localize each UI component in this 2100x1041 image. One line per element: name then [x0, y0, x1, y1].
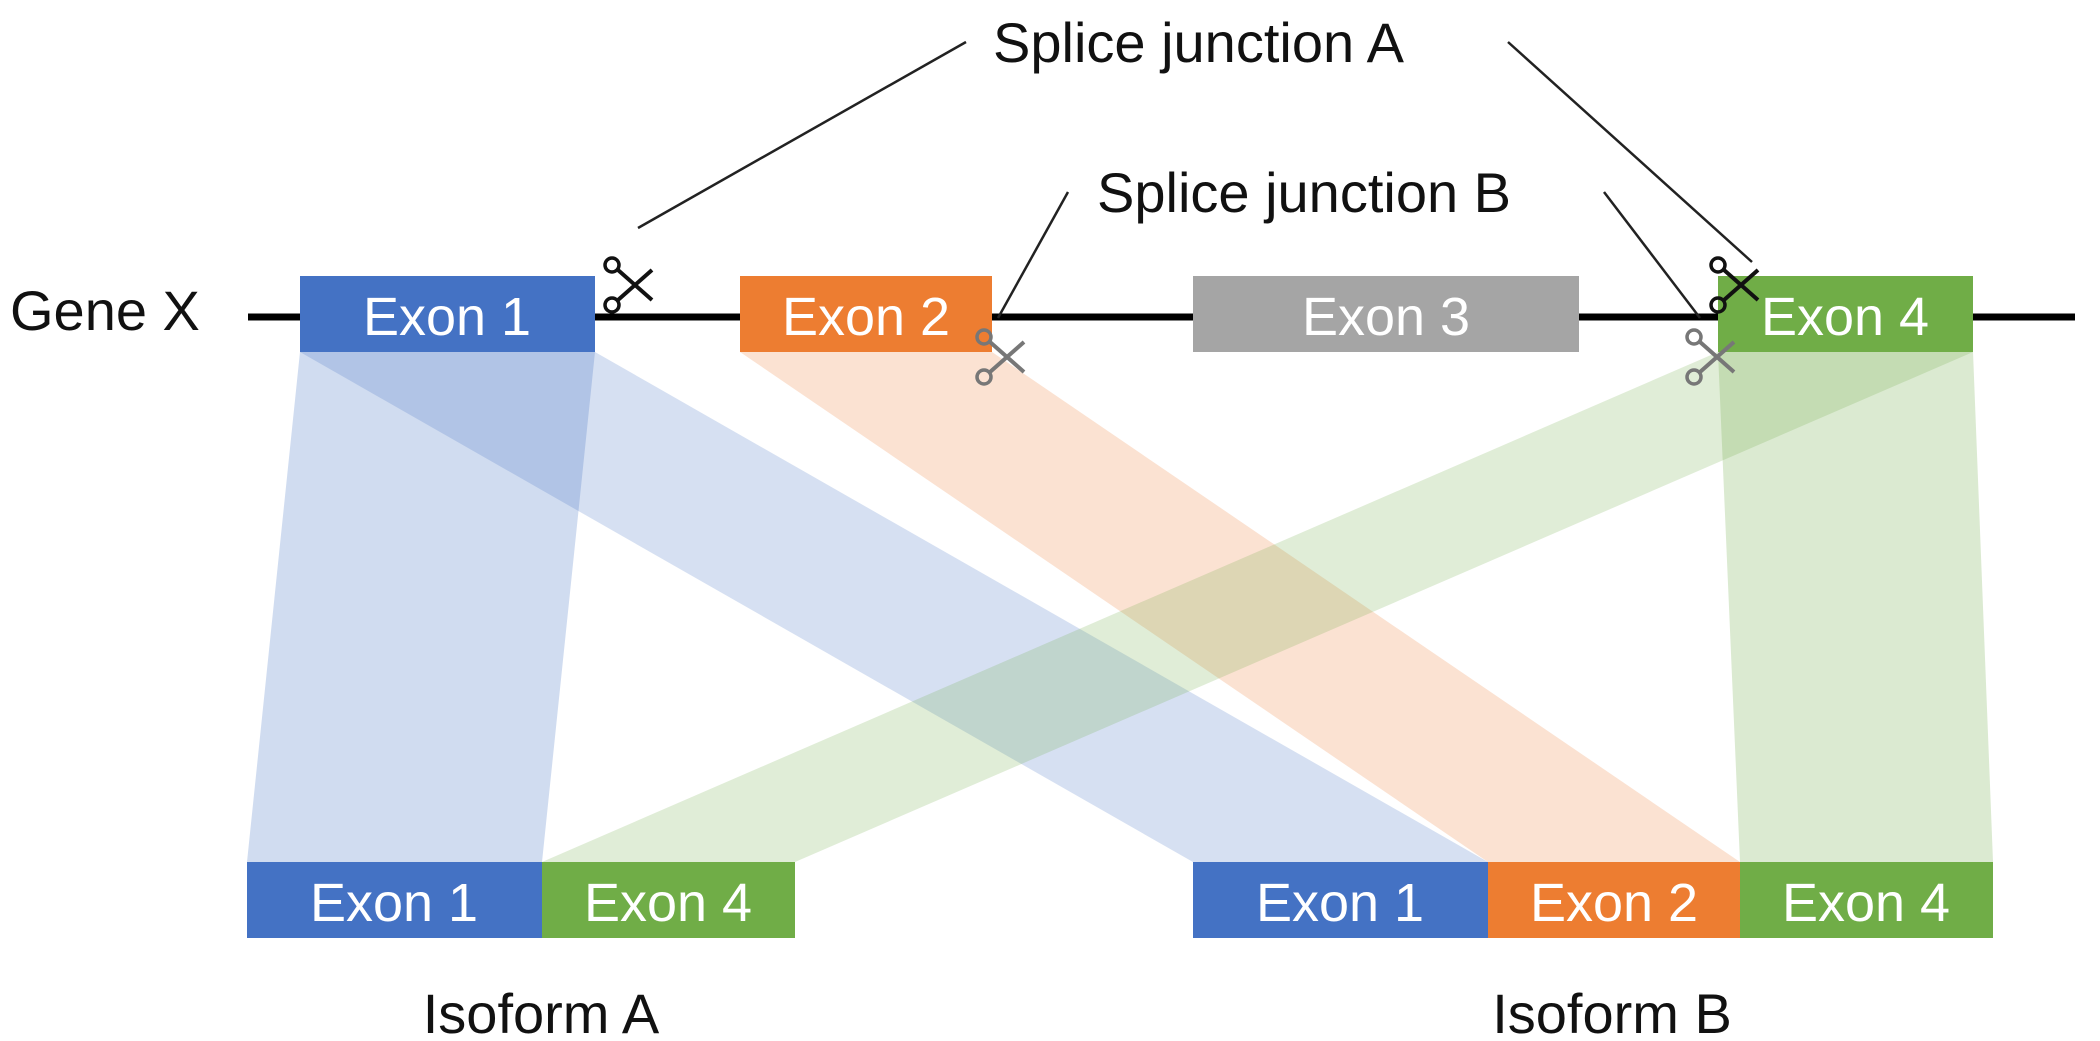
gene-exon-1: Exon 1: [300, 276, 595, 352]
isoform-a-exon-1-label: Exon 1: [310, 873, 478, 933]
band-exon4-to-isoform-b: [1718, 352, 1993, 862]
gene-exon-4: Exon 4: [1718, 276, 1973, 352]
scissors-icon: [603, 256, 654, 314]
isoform-b-exon-4-box: [1740, 862, 1993, 938]
isoform-b: Exon 1 Exon 2 Exon 4 Isoform B: [1193, 862, 1993, 1041]
gene-exon-4-box: [1718, 276, 1973, 352]
junction-b-leader-left: [996, 191, 1070, 319]
isoform-b-exon-2-label: Exon 2: [1530, 873, 1698, 933]
isoform-a-exon-4-box: [542, 862, 795, 938]
gene-exon-3-box: [1193, 276, 1579, 352]
splice-junction-a-label: Splice junction A: [993, 11, 1405, 74]
isoform-b-exon-2-box: [1488, 862, 1740, 938]
isoform-b-exon-1-box: [1193, 862, 1488, 938]
isoform-b-exon-4-label: Exon 4: [1782, 873, 1950, 933]
isoform-a-exon-1-box: [247, 862, 542, 938]
gene-exon-1-box: [300, 276, 595, 352]
band-exon2-to-isoform-b: [740, 352, 1740, 862]
band-exon1-to-isoform-b: [300, 352, 1488, 862]
gene-exon-2-box: [740, 276, 992, 352]
isoform-a: Exon 1 Exon 4 Isoform A: [247, 862, 795, 1041]
isoform-a-label: Isoform A: [423, 982, 660, 1041]
gene-exon-3-label: Exon 3: [1302, 287, 1470, 347]
gene-exon-4-label: Exon 4: [1761, 287, 1929, 347]
gene-exon-3: Exon 3: [1193, 276, 1579, 352]
junction-a-leader-left: [637, 40, 967, 230]
splice-junction-b-label: Splice junction B: [1097, 161, 1511, 224]
isoform-b-label: Isoform B: [1492, 982, 1732, 1041]
band-exon4-to-isoform-a: [542, 352, 1973, 862]
band-exon1-to-isoform-a: [247, 352, 595, 862]
isoform-a-exon-4-label: Exon 4: [584, 873, 752, 933]
mapping-bands: [247, 352, 1993, 862]
gene-exon-2: Exon 2: [740, 276, 992, 352]
junction-a-leader-right: [1507, 41, 1753, 263]
gene-label: Gene X: [10, 279, 200, 342]
isoform-b-exon-1-label: Exon 1: [1256, 873, 1424, 933]
gene-exon-1-label: Exon 1: [363, 287, 531, 347]
junction-b-leader-right: [1603, 191, 1701, 319]
gene-exon-2-label: Exon 2: [782, 287, 950, 347]
